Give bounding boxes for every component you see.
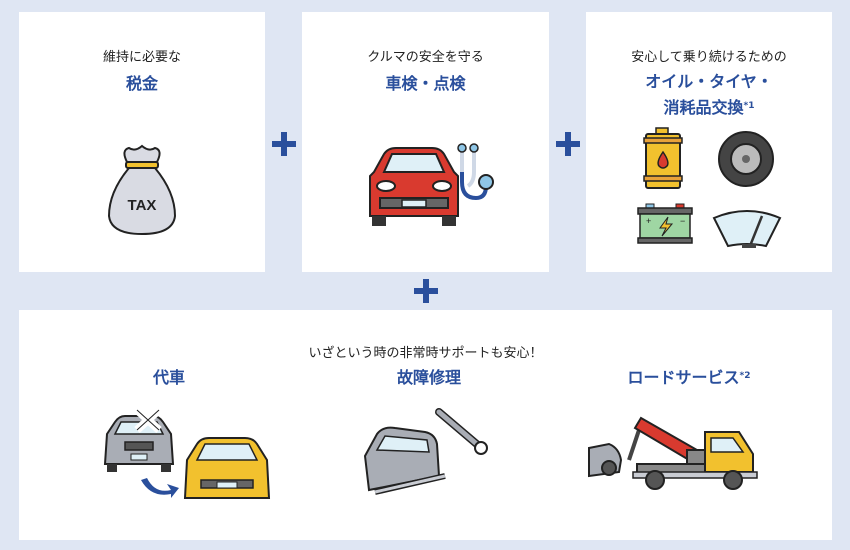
tax-bag-icon: TAX bbox=[107, 144, 177, 236]
card-tax: 維持に必要な 税金 TAX bbox=[19, 12, 265, 272]
support-item-title: 代車 bbox=[152, 368, 185, 387]
broken-car-wrench-icon bbox=[363, 408, 488, 495]
battery-icon: + − bbox=[637, 203, 693, 244]
footnote-mark: *1 bbox=[743, 101, 755, 111]
card-title-line1: オイル・タイヤ・ bbox=[645, 72, 773, 91]
svg-text:+: + bbox=[646, 216, 651, 226]
oil-drum-icon bbox=[643, 127, 683, 189]
card-consumables: 安心して乗り続けるための オイル・タイヤ・ 消耗品交換*1 + − bbox=[586, 12, 832, 272]
svg-text:−: − bbox=[680, 216, 685, 226]
card-title-line2: 消耗品交換*1 bbox=[663, 98, 755, 117]
card-subtitle: 安心して乗り続けるための bbox=[631, 50, 787, 65]
wiper-icon bbox=[712, 210, 782, 248]
support-card: いざという時の非常時サポートも安心！ 代車 故障修理 bbox=[19, 310, 832, 540]
card-subtitle: 維持に必要な bbox=[102, 50, 181, 65]
card-title: 車検・点検 bbox=[385, 74, 466, 93]
car-stethoscope-icon bbox=[369, 143, 494, 226]
support-item-title: 故障修理 bbox=[396, 368, 461, 387]
support-item-title: ロードサービス*2 bbox=[627, 368, 751, 387]
replacement-car-icon bbox=[103, 407, 271, 499]
support-item-repair: 故障修理 bbox=[299, 366, 559, 536]
plus-icon bbox=[414, 279, 438, 303]
card-inspection: クルマの安全を守る 車検・点検 bbox=[302, 12, 549, 272]
support-item-replacement-car: 代車 bbox=[39, 366, 299, 536]
footnote-mark: *2 bbox=[739, 371, 751, 381]
plus-icon bbox=[556, 132, 580, 156]
tow-truck-icon bbox=[588, 416, 758, 490]
svg-text:TAX: TAX bbox=[128, 197, 157, 214]
support-subtitle: いざという時の非常時サポートも安心！ bbox=[308, 346, 543, 361]
plus-icon bbox=[272, 132, 296, 156]
card-title: 税金 bbox=[125, 74, 158, 93]
support-item-road-service: ロードサービス*2 bbox=[559, 366, 819, 536]
tire-icon bbox=[718, 131, 774, 187]
card-subtitle: クルマの安全を守る bbox=[367, 50, 484, 65]
